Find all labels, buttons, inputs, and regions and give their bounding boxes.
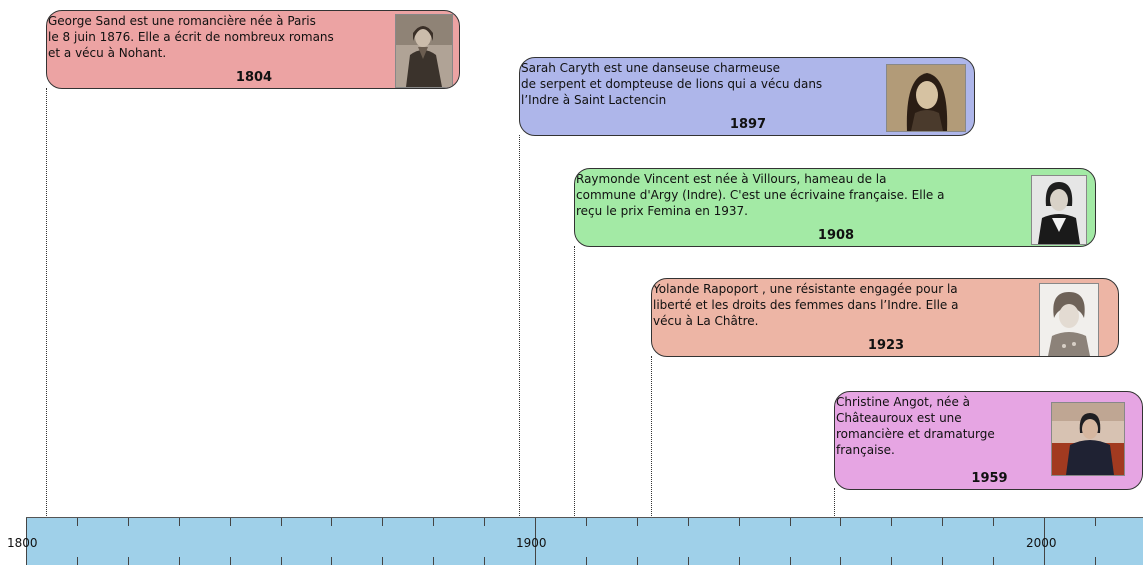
minor-tick [1095, 518, 1096, 526]
event-connector-line [519, 135, 520, 518]
minor-tick [77, 557, 78, 565]
portrait-photo-george-sand [395, 14, 453, 88]
event-connector-line [46, 88, 47, 518]
event-description: Christine Angot, née à Châteauroux est u… [836, 395, 995, 457]
major-tick [26, 518, 27, 565]
minor-tick [230, 518, 231, 526]
axis-label-1800: 1800 [7, 536, 38, 550]
minor-tick [891, 557, 892, 565]
minor-tick [739, 557, 740, 565]
minor-tick [433, 557, 434, 565]
minor-tick [331, 518, 332, 526]
minor-tick [942, 557, 943, 565]
event-connector-line [574, 246, 575, 518]
minor-tick [128, 518, 129, 526]
event-card-1897[interactable]: Sarah Caryth est une danseuse charmeuse … [519, 57, 975, 136]
event-connector-line [834, 488, 835, 518]
minor-tick [128, 557, 129, 565]
portrait-photo-christine-angot [1051, 402, 1125, 476]
minor-tick [382, 557, 383, 565]
event-year: 1923 [867, 338, 905, 353]
event-year: 1897 [729, 117, 767, 132]
event-description: Raymonde Vincent est née à Villours, ham… [576, 172, 945, 218]
minor-tick [688, 557, 689, 565]
portrait-photo-yolande-rapoport [1039, 283, 1099, 356]
minor-tick [281, 557, 282, 565]
minor-tick [179, 518, 180, 526]
minor-tick [382, 518, 383, 526]
event-year: 1908 [817, 228, 855, 243]
minor-tick [688, 518, 689, 526]
minor-tick [77, 518, 78, 526]
major-tick [535, 518, 536, 565]
event-description: Sarah Caryth est une danseuse charmeuse … [521, 61, 823, 107]
minor-tick [281, 518, 282, 526]
minor-tick [993, 518, 994, 526]
minor-tick [433, 518, 434, 526]
minor-tick [993, 557, 994, 565]
minor-tick [1095, 557, 1096, 565]
axis-label-2000: 2000 [1026, 536, 1057, 550]
minor-tick [586, 557, 587, 565]
major-tick [1044, 518, 1045, 565]
minor-tick [942, 518, 943, 526]
minor-tick [790, 557, 791, 565]
timeline-axis [26, 517, 1143, 565]
minor-tick [484, 518, 485, 526]
minor-tick [637, 518, 638, 526]
minor-tick [586, 518, 587, 526]
event-description: Yolande Rapoport , une résistante engagé… [653, 282, 959, 328]
event-card-1959[interactable]: Christine Angot, née à Châteauroux est u… [834, 391, 1143, 490]
axis-label-1900: 1900 [516, 536, 547, 550]
minor-tick [230, 557, 231, 565]
minor-tick [331, 557, 332, 565]
minor-tick [840, 557, 841, 565]
minor-tick [484, 557, 485, 565]
portrait-photo-sarah-caryth [886, 64, 966, 132]
event-connector-line [651, 356, 652, 518]
event-year: 1959 [971, 471, 1008, 486]
minor-tick [179, 557, 180, 565]
event-card-1804[interactable]: George Sand est une romancière née à Par… [46, 10, 460, 89]
event-year: 1804 [235, 70, 273, 85]
event-card-1923[interactable]: Yolande Rapoport , une résistante engagé… [651, 278, 1119, 357]
event-description: George Sand est une romancière née à Par… [48, 14, 334, 60]
minor-tick [891, 518, 892, 526]
minor-tick [637, 557, 638, 565]
portrait-photo-raymonde-vincent [1031, 175, 1087, 245]
minor-tick [790, 518, 791, 526]
minor-tick [840, 518, 841, 526]
event-card-1908[interactable]: Raymonde Vincent est née à Villours, ham… [574, 168, 1096, 247]
minor-tick [739, 518, 740, 526]
